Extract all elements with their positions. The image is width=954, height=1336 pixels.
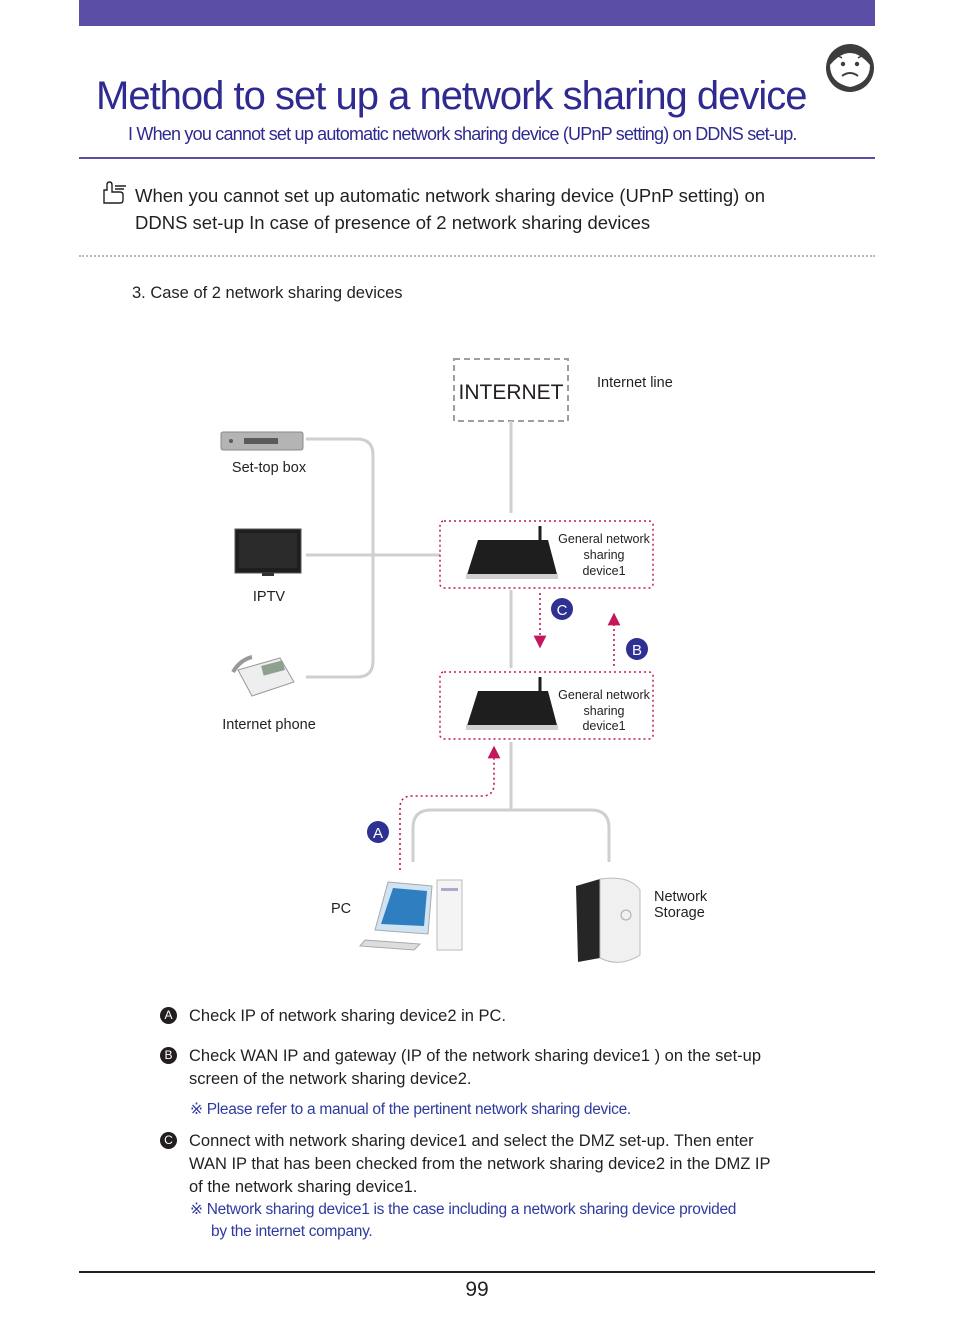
badge-c: C <box>551 598 573 620</box>
router-2-label-line: device1 <box>582 719 625 733</box>
section-heading: When you cannot set up automatic network… <box>135 182 835 236</box>
internet-node: INTERNET <box>453 358 569 422</box>
phone-icon <box>231 655 295 697</box>
step-text: Connect with network sharing device1 and… <box>189 1130 809 1199</box>
title-divider <box>79 157 875 159</box>
page-title: Method to set up a network sharing devic… <box>96 74 808 118</box>
badge-a: A <box>367 821 389 843</box>
case-label: 3. Case of 2 network sharing devices <box>132 284 403 302</box>
note-line: by the internet company. <box>211 1223 373 1240</box>
step-badge-a: A <box>160 1007 177 1024</box>
internet-line-label: Internet line <box>597 375 673 391</box>
step-line: of the network sharing device1. <box>189 1178 418 1196</box>
step-badge-c: C <box>160 1132 177 1149</box>
step-line: Check IP of network sharing device2 in P… <box>189 1007 507 1025</box>
router-1: General network sharing device1 <box>439 520 654 589</box>
badge-b-letter: B <box>632 642 642 659</box>
dotted-divider <box>79 255 875 257</box>
internet-phone-label: Internet phone <box>222 717 316 733</box>
dotted-arrows <box>399 593 621 870</box>
storage-label-line: Storage <box>654 905 705 921</box>
router-1-label-line: device1 <box>582 564 625 578</box>
router-1-label-line: sharing <box>584 548 625 562</box>
page-subtitle: I When you cannot set up automatic netwo… <box>128 124 797 144</box>
storage-label-line: Network <box>654 889 708 905</box>
badge-a-letter: A <box>373 825 383 842</box>
pc-icon <box>358 879 463 951</box>
step-note: ※ Please refer to a manual of the pertin… <box>190 1099 810 1121</box>
internet-label: INTERNET <box>459 381 564 404</box>
step-text: Check WAN IP and gateway (IP of the netw… <box>189 1045 809 1091</box>
step-line: Check WAN IP and gateway (IP of the netw… <box>189 1047 761 1065</box>
step-badge-b: B <box>160 1047 177 1064</box>
connection-lines <box>306 421 611 862</box>
worried-face-icon <box>826 44 874 92</box>
top-color-bar <box>79 0 875 26</box>
iptv-label: IPTV <box>253 589 286 605</box>
router-2: General network sharing device1 <box>439 671 654 740</box>
set-top-box-label: Set-top box <box>232 460 307 476</box>
pointing-hand-icon <box>103 181 126 204</box>
step-line: Connect with network sharing device1 and… <box>189 1132 754 1150</box>
step-text: Check IP of network sharing device2 in P… <box>189 1005 809 1028</box>
router-2-label-line: General network <box>558 688 650 702</box>
set-top-box <box>220 431 304 451</box>
badge-c-letter: C <box>557 602 568 619</box>
router-2-label-line: sharing <box>584 704 625 718</box>
pc-label: PC <box>331 901 351 917</box>
page-number: 99 <box>465 1278 489 1301</box>
badge-b: B <box>626 638 648 660</box>
step-line: screen of the network sharing device2. <box>189 1070 472 1088</box>
footer-divider <box>79 1271 875 1273</box>
router-1-label-line: General network <box>558 532 650 546</box>
arrow-a <box>399 745 501 870</box>
network-storage-icon <box>576 877 641 963</box>
step-note: ※ Network sharing device1 is the case in… <box>190 1199 810 1243</box>
section-heading-line: When you cannot set up automatic network… <box>135 185 766 206</box>
note-line: ※ Please refer to a manual of the pertin… <box>190 1101 631 1118</box>
step-line: WAN IP that has been checked from the ne… <box>189 1155 771 1173</box>
tv-icon <box>234 528 302 576</box>
note-line: ※ Network sharing device1 is the case in… <box>190 1201 737 1218</box>
section-heading-line: DDNS set-up In case of presence of 2 net… <box>135 212 651 233</box>
